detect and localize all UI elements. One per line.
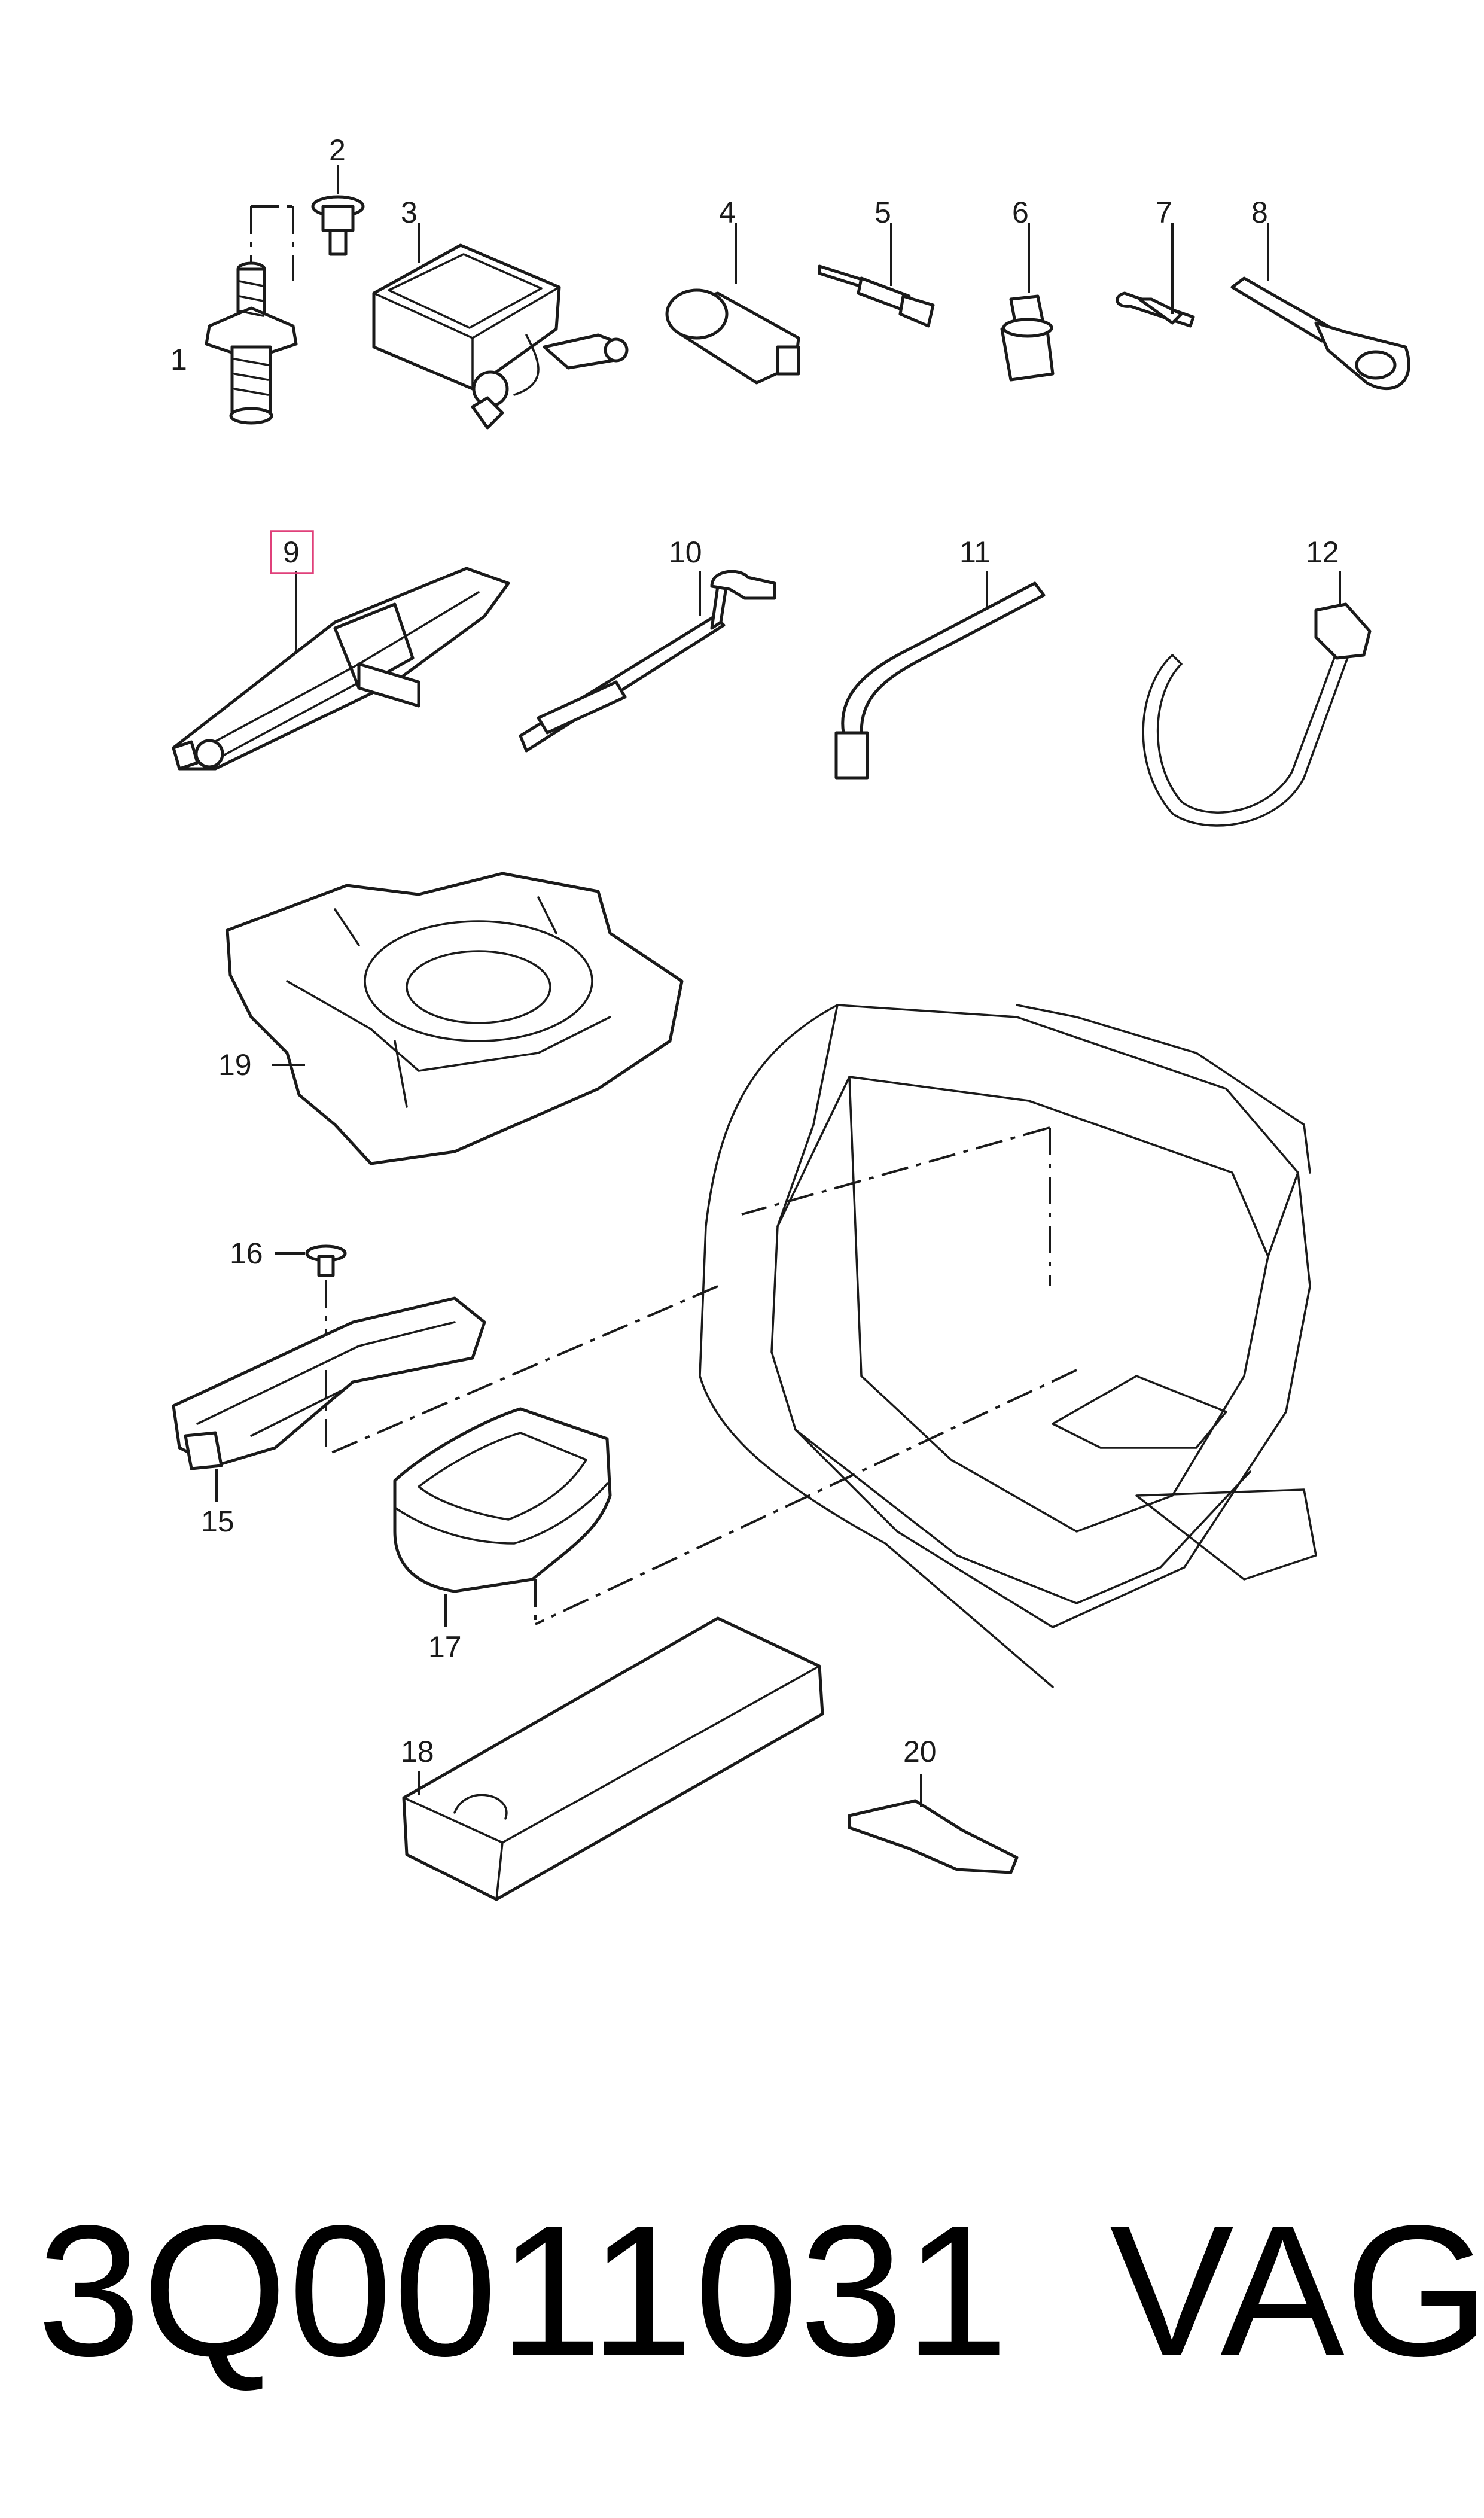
part-5-valve-tool bbox=[818, 223, 935, 328]
callout-12: 12 bbox=[1306, 535, 1339, 569]
callout-1: 1 bbox=[170, 343, 187, 376]
part-16-screw bbox=[275, 1244, 347, 1334]
callout-6: 6 bbox=[1012, 196, 1029, 229]
assembly-line-15 bbox=[328, 1285, 718, 1455]
callout-3: 3 bbox=[401, 196, 418, 229]
callout-16: 16 bbox=[230, 1237, 263, 1270]
part-7-clip bbox=[1116, 223, 1195, 328]
callout-20: 20 bbox=[903, 1735, 937, 1768]
callouts: 1 2 3 4 5 6 7 8 9 10 11 12 15 16 17 18 1… bbox=[170, 133, 1339, 1768]
callout-4: 4 bbox=[719, 196, 736, 229]
part-number: 3Q0011031 bbox=[37, 2187, 1010, 2395]
callout-9-highlight bbox=[270, 530, 314, 574]
part-9-scissor-jack bbox=[172, 567, 510, 771]
part-12-strap bbox=[1142, 571, 1372, 827]
footer: 3Q0011031 VAG bbox=[0, 2166, 1484, 2441]
callout-17: 17 bbox=[428, 1630, 462, 1664]
part-15-tool-holder bbox=[172, 1296, 486, 1502]
part-6-socket bbox=[1000, 223, 1055, 382]
callout-9: 9 bbox=[283, 535, 300, 569]
brand-label: VAG bbox=[1110, 2187, 1484, 2395]
callout-7: 7 bbox=[1156, 196, 1172, 229]
part-4-cylinder bbox=[665, 223, 800, 385]
car-trunk bbox=[699, 1004, 1317, 1688]
callout-2: 2 bbox=[329, 133, 346, 167]
part-20-clip bbox=[848, 1774, 1019, 1874]
part-19-foam-insert bbox=[226, 872, 684, 1165]
part-2-bolt bbox=[311, 165, 365, 256]
part-17-tray bbox=[393, 1407, 612, 1627]
part-8-towing-eye bbox=[1230, 223, 1410, 391]
callout-5: 5 bbox=[874, 196, 891, 229]
part-18-box bbox=[402, 1616, 824, 1901]
callout-8: 8 bbox=[1251, 196, 1268, 229]
part-1-adapter bbox=[205, 205, 298, 425]
part-11-wheel-wrench bbox=[834, 571, 1046, 780]
part-10-crank bbox=[519, 570, 776, 753]
callout-18: 18 bbox=[401, 1735, 434, 1768]
assembly-line-17 bbox=[535, 1369, 1077, 1625]
part-3-compressor bbox=[372, 223, 629, 430]
callout-11: 11 bbox=[959, 535, 991, 569]
callout-10: 10 bbox=[669, 535, 702, 569]
callout-19: 19 bbox=[218, 1048, 252, 1082]
assembly-line-19b bbox=[741, 1126, 1050, 1216]
callout-15: 15 bbox=[201, 1505, 234, 1538]
